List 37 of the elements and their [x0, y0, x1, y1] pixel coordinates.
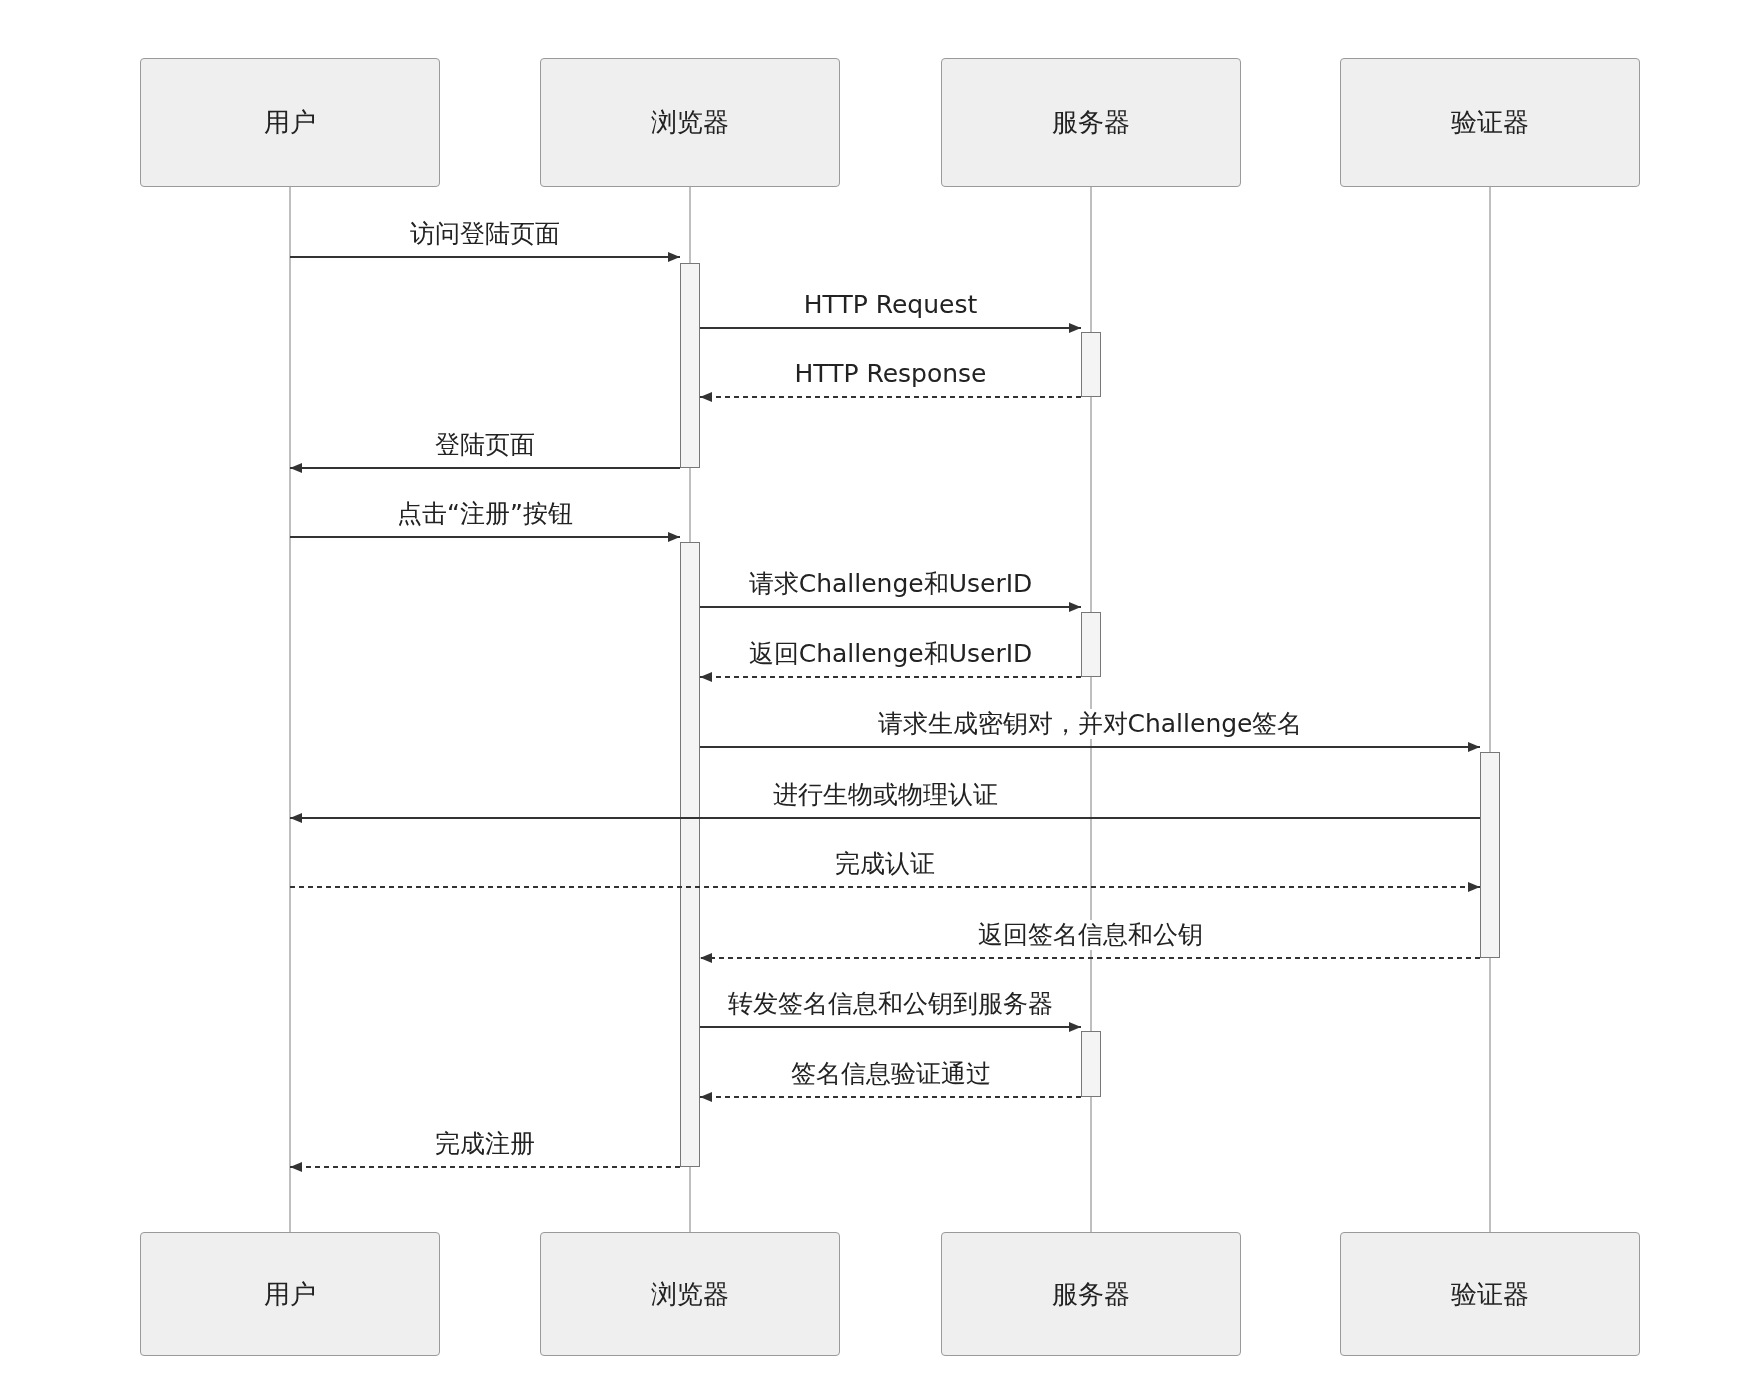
participant-box: 验证器: [1340, 1232, 1640, 1356]
message-arrow: [699, 602, 1082, 612]
lifeline: [689, 1166, 691, 1233]
participant-box: 服务器: [941, 1232, 1241, 1356]
message-arrow: [699, 392, 1082, 402]
activation-bar: [1480, 752, 1500, 958]
message-arrow: [699, 1022, 1082, 1032]
message-arrow: [289, 252, 681, 262]
message-arrow: [289, 1162, 681, 1172]
message-arrow: [699, 1092, 1082, 1102]
lifeline: [1489, 957, 1491, 1233]
activation-bar: [680, 542, 700, 1167]
activation-bar: [1081, 332, 1101, 397]
lifeline: [1090, 1096, 1092, 1233]
message-arrow: [289, 882, 1481, 892]
participant-box: 用户: [140, 1232, 440, 1356]
participant-box: 浏览器: [540, 58, 840, 187]
message-arrow: [699, 742, 1481, 752]
message-arrow: [699, 953, 1481, 963]
activation-bar: [680, 263, 700, 468]
message-arrow: [699, 672, 1082, 682]
participant-box: 浏览器: [540, 1232, 840, 1356]
lifeline: [1090, 186, 1092, 333]
participant-box: 验证器: [1340, 58, 1640, 187]
lifeline: [1489, 186, 1491, 753]
message-arrow: [289, 463, 681, 473]
participant-box: 服务器: [941, 58, 1241, 187]
lifeline: [689, 467, 691, 543]
message-arrow: [289, 532, 681, 542]
message-arrow: [289, 813, 1481, 823]
activation-bar: [1081, 1031, 1101, 1097]
participant-box: 用户: [140, 58, 440, 187]
message-arrow: [699, 323, 1082, 333]
lifeline: [1090, 396, 1092, 613]
lifeline: [289, 186, 291, 1233]
activation-bar: [1081, 612, 1101, 677]
lifeline: [689, 186, 691, 264]
